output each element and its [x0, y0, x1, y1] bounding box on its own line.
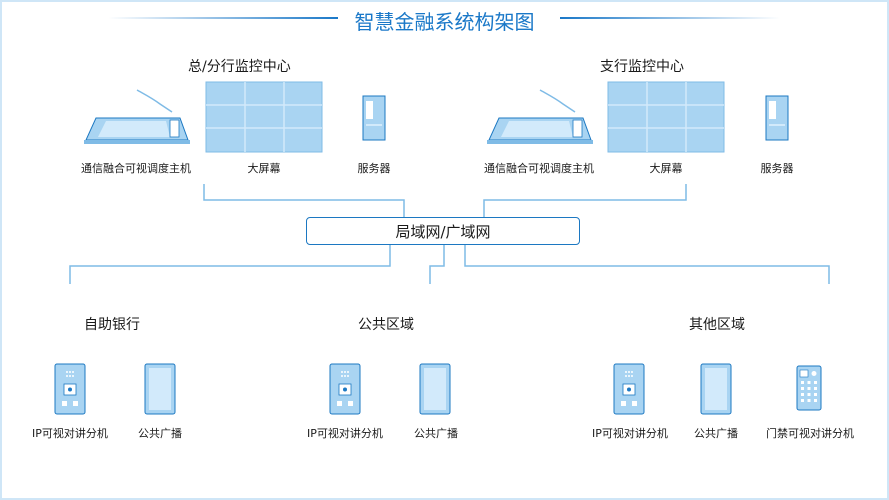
group-heading-other: 其他区域 — [689, 317, 745, 333]
ip-intercom-icon — [329, 363, 361, 415]
network-box: 局域网/广域网 — [306, 217, 580, 245]
video-wall-icon — [205, 81, 323, 153]
group-heading-branch: 支行监控中心 — [600, 59, 684, 75]
connector-other — [464, 245, 830, 284]
server-tower-icon — [765, 95, 789, 141]
dispatch-console-icon — [84, 89, 190, 144]
device-label: IP可视对讲分机 — [592, 427, 668, 440]
device-label: 公共广播 — [694, 427, 738, 440]
device-label: 公共广播 — [138, 427, 182, 440]
title-line-right — [560, 17, 780, 19]
ip-intercom-icon — [613, 363, 645, 415]
connector-branch — [483, 184, 687, 217]
video-wall-icon — [607, 81, 725, 153]
broadcast-speaker-icon — [144, 363, 176, 415]
device-label: 通信融合可视调度主机 — [484, 162, 594, 175]
device-label: 公共广播 — [414, 427, 458, 440]
device-label: IP可视对讲分机 — [32, 427, 108, 440]
top-connectors — [203, 184, 687, 217]
group-heading-self-service: 自助银行 — [84, 317, 140, 333]
device-label: 服务器 — [760, 162, 794, 175]
device-label: 服务器 — [357, 162, 391, 175]
device-label: 门禁可视对讲分机 — [766, 427, 854, 440]
device-label: 大屏幕 — [649, 162, 683, 175]
connector-hq — [203, 184, 405, 217]
ip-intercom-icon — [54, 363, 86, 415]
broadcast-speaker-icon — [419, 363, 451, 415]
bottom-connectors — [69, 245, 830, 284]
diagram-title: 智慧金融系统构架图 — [354, 10, 535, 34]
connector-self-service — [69, 245, 391, 284]
device-label: 通信融合可视调度主机 — [81, 162, 191, 175]
connector-public — [429, 245, 445, 284]
group-heading-public: 公共区域 — [358, 317, 414, 333]
device-label: IP可视对讲分机 — [307, 427, 383, 440]
dispatch-console-icon — [487, 89, 593, 144]
group-heading-hq: 总/分行监控中心 — [188, 59, 291, 75]
broadcast-speaker-icon — [700, 363, 732, 415]
door-access-intercom-icon — [796, 365, 822, 411]
device-label: 大屏幕 — [247, 162, 281, 175]
title-line-left — [108, 17, 338, 19]
server-tower-icon — [362, 95, 386, 141]
